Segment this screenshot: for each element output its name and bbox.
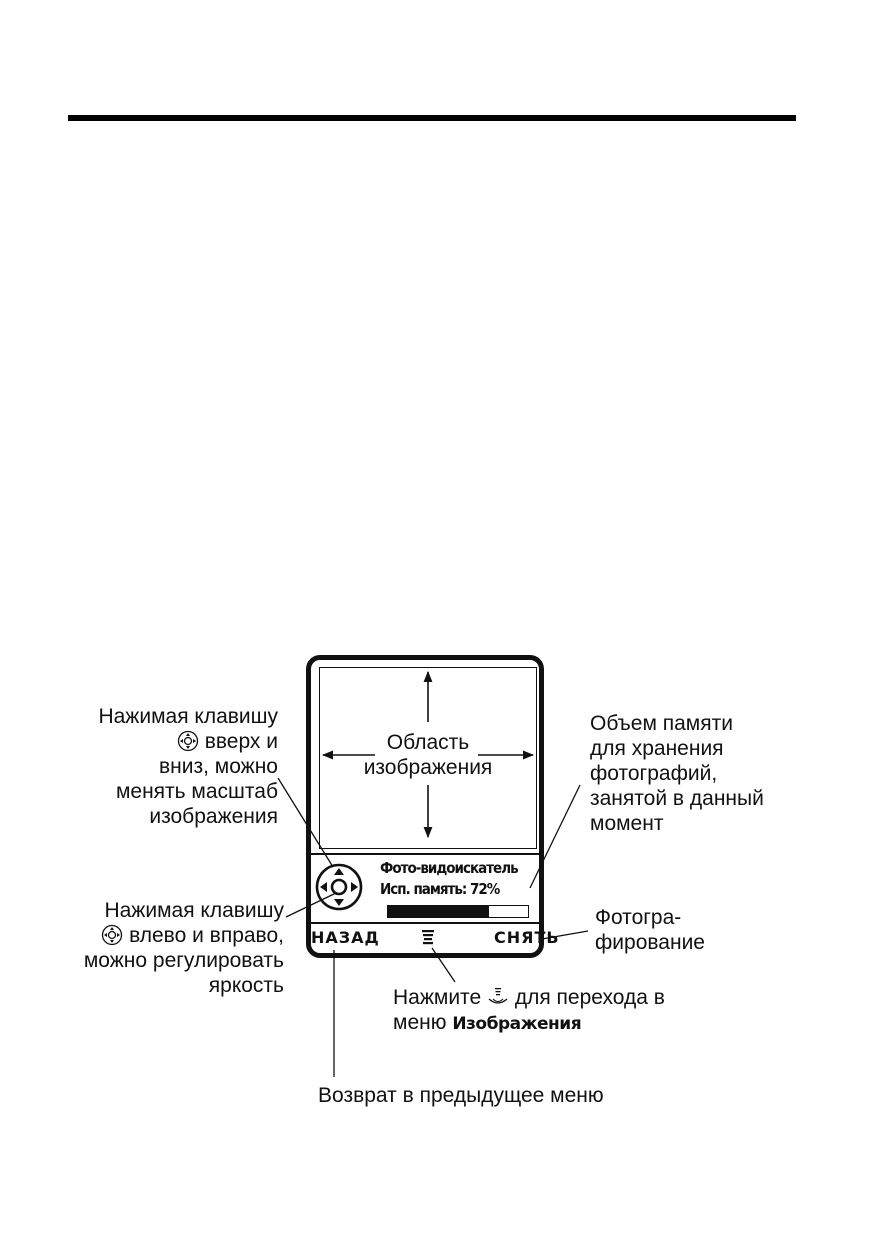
screen-divider-top	[311, 853, 540, 855]
callout-zoom-line2-text: вверх и	[204, 730, 278, 753]
leader-zoom	[277, 777, 334, 868]
screen-divider-bottom	[311, 922, 540, 924]
leader-brightness	[285, 892, 337, 918]
callout-back: Возврат в предыдущее меню	[318, 1084, 604, 1107]
callout-capture: Фотогра- фирование	[595, 905, 705, 955]
nav-key-icon	[102, 924, 123, 946]
image-area-label-line1: Область	[386, 731, 470, 754]
leader-menu	[431, 947, 456, 983]
callout-menu-line2-prefix: меню	[393, 1011, 447, 1034]
callout-zoom-line1: Нажимая клавишу	[98, 705, 278, 728]
callout-memory-line5: момент	[590, 812, 664, 835]
image-area-label-line2: изображения	[363, 756, 493, 779]
nav-key-icon	[315, 863, 363, 911]
callout-memory-line4: занятой в данный	[590, 787, 764, 810]
callout-capture-line1: Фотогра-	[595, 906, 682, 929]
callout-brightness-line4: яркость	[208, 974, 284, 997]
memory-used-text: Исп. память: 72%	[380, 880, 500, 898]
leader-capture	[541, 930, 589, 940]
menu-icon[interactable]	[421, 929, 435, 947]
viewfinder-title: Фото-видоискатель	[380, 859, 519, 877]
callout-menu-line1-text-after: для перехода в	[514, 986, 665, 1009]
menu-key-icon	[488, 988, 508, 1004]
callout-brightness-line3: можно регулировать	[83, 949, 284, 972]
callout-brightness-line2-text: влево и вправо,	[129, 924, 284, 947]
back-soft-key[interactable]: НАЗАД	[311, 928, 380, 947]
callout-memory-line2: для хранения	[590, 737, 724, 760]
callout-zoom-line5: изображения	[149, 805, 278, 828]
memory-progress-bar	[387, 905, 529, 918]
callout-zoom-line2: вверх и	[60, 729, 278, 754]
nav-key-icon	[177, 730, 199, 752]
callout-menu-line1: Нажмите для перехода в	[393, 985, 665, 1010]
capture-soft-key[interactable]: СНЯТЬ	[494, 928, 560, 947]
callout-zoom: Нажимая клавишу вверх и вниз, можно меня…	[60, 704, 278, 829]
callout-memory-line3: фотографий,	[590, 762, 718, 785]
callout-menu-line2: меню Изображения	[393, 1010, 665, 1037]
callout-zoom-line3: вниз, можно	[159, 755, 278, 778]
callout-menu-line1-text: Нажмите	[393, 986, 482, 1009]
callout-menu-line2-bold: Изображения	[452, 1014, 582, 1034]
callout-memory-line1: Объем памяти	[590, 712, 733, 735]
callout-memory: Объем памяти для хранения фотографий, за…	[590, 711, 764, 836]
leader-memory	[529, 784, 581, 889]
memory-progress-fill	[388, 906, 489, 917]
callout-brightness-line2: влево и вправо,	[50, 923, 284, 948]
callout-zoom-line4: менять масштаб	[115, 780, 278, 803]
callout-brightness-line1: Нажимая клавишу	[104, 899, 284, 922]
callout-brightness: Нажимая клавишу влево и вправо, можно ре…	[50, 898, 284, 998]
top-rule	[68, 115, 796, 121]
image-area	[319, 667, 537, 849]
callout-menu: Нажмите для перехода в меню Изображения	[393, 985, 665, 1037]
image-area-label: Область изображения	[360, 730, 496, 780]
callout-capture-line2: фирование	[595, 931, 705, 954]
